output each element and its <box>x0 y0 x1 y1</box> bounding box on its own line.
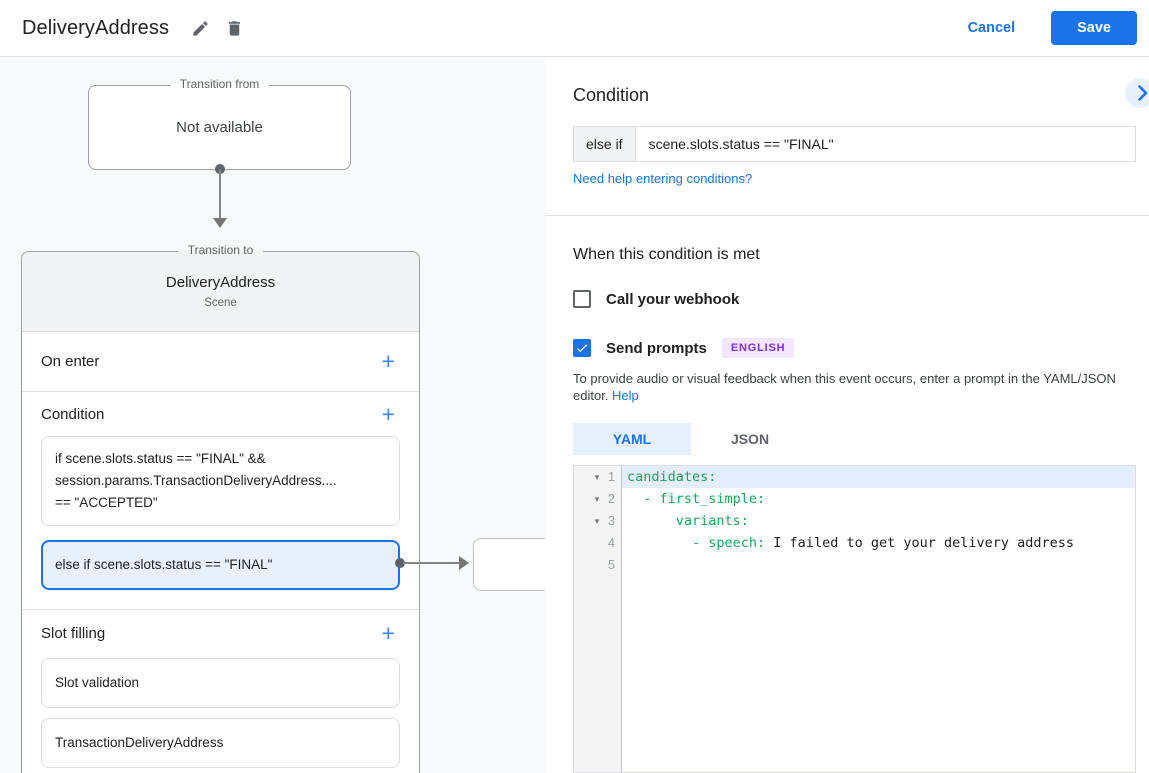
gutter-row: ▾ 2 <box>574 488 621 510</box>
condition-item-text: session.params.TransactionDeliveryAddres… <box>55 473 337 488</box>
scene-name: DeliveryAddress <box>165 274 276 291</box>
send-prompts-checkbox[interactable] <box>573 339 591 357</box>
editor-format-tabs: YAML JSON <box>573 423 1136 455</box>
condition-prefix: else if <box>574 127 636 161</box>
cancel-button[interactable]: Cancel <box>952 12 1032 44</box>
transition-to-card: Transition to DeliveryAddress Scene On e… <box>21 243 420 773</box>
scene-card-header: DeliveryAddress Scene <box>22 252 419 332</box>
prompt-description: To provide audio or visual feedback when… <box>573 370 1136 404</box>
collapse-panel-button[interactable] <box>1125 78 1149 108</box>
on-enter-row: On enter + <box>22 332 419 392</box>
code-line[interactable] <box>622 554 1135 576</box>
add-slot-button[interactable]: + <box>381 619 395 646</box>
prompt-help-link[interactable]: Help <box>612 388 639 403</box>
transition-to-label: Transition to <box>177 243 264 257</box>
yaml-value: I failed to get your delivery address <box>765 535 1075 551</box>
yaml-key: variants: <box>627 513 749 529</box>
language-badge: ENGLISH <box>721 338 795 358</box>
arrow-right-icon <box>459 556 469 570</box>
connector-line-vertical <box>219 169 221 219</box>
connector-dot <box>395 558 405 568</box>
condition-section: Condition + if scene.slots.status == "FI… <box>22 392 419 610</box>
condition-expression-input[interactable]: else if scene.slots.status == "FINAL" <box>573 126 1136 162</box>
when-condition-met-title: When this condition is met <box>573 246 760 263</box>
tab-yaml[interactable]: YAML <box>573 423 691 455</box>
slot-transaction-delivery-address-box[interactable]: TransactionDeliveryAddress <box>41 718 400 768</box>
condition-item-text: else if scene.slots.status == "FINAL" <box>55 557 273 572</box>
save-button[interactable]: Save <box>1051 11 1137 45</box>
chevron-right-icon <box>1138 85 1148 101</box>
delete-scene-button[interactable] <box>217 11 251 45</box>
code-line[interactable]: candidates: <box>622 466 1135 488</box>
gutter-row: 5 <box>574 554 621 576</box>
add-condition-button[interactable]: + <box>381 400 395 427</box>
gutter-row: ▾ 3 <box>574 510 621 532</box>
yaml-key: - first_simple: <box>627 491 766 507</box>
line-number: 2 <box>608 492 615 506</box>
slot-filling-header-row: Slot filling + <box>22 610 419 656</box>
condition-item-text: if scene.slots.status == "FINAL" && <box>55 451 266 466</box>
line-number: 1 <box>608 470 615 484</box>
transition-from-content: Not available <box>176 119 263 136</box>
call-webhook-checkbox[interactable] <box>573 290 591 308</box>
condition-label: Condition <box>41 405 105 423</box>
condition-editor-panel: Condition else if scene.slots.status == … <box>545 57 1149 773</box>
send-prompts-check-row: Send prompts ENGLISH <box>573 338 1136 358</box>
condition-item-elseif-selected[interactable]: else if scene.slots.status == "FINAL" <box>41 540 400 590</box>
add-on-enter-button[interactable]: + <box>381 348 395 374</box>
check-icon <box>575 341 589 355</box>
code-line[interactable]: variants: <box>622 510 1135 532</box>
edit-scene-button[interactable] <box>183 11 217 45</box>
panel-title: Condition <box>573 85 650 105</box>
code-line[interactable]: - speech: I failed to get your delivery … <box>622 532 1135 554</box>
slot-filling-label: Slot filling <box>41 624 106 642</box>
fold-toggle-icon[interactable]: ▾ <box>594 493 600 504</box>
next-scene-box[interactable] <box>473 538 545 591</box>
call-webhook-label[interactable]: Call your webhook <box>606 290 740 308</box>
line-number: 5 <box>608 558 615 572</box>
conditions-help-link[interactable]: Need help entering conditions? <box>573 171 753 186</box>
panel-divider <box>545 215 1149 216</box>
slot-validation-box[interactable]: Slot validation <box>41 658 400 708</box>
gutter-row: ▾ 1 <box>574 466 621 488</box>
prompt-description-text: To provide audio or visual feedback when… <box>573 371 1116 403</box>
trash-icon <box>225 19 244 38</box>
line-number: 4 <box>608 536 615 550</box>
code-line[interactable]: - first_simple: <box>622 488 1135 510</box>
connector-line-horizontal <box>403 562 461 564</box>
fold-toggle-icon[interactable]: ▾ <box>594 515 600 526</box>
condition-value[interactable]: scene.slots.status == "FINAL" <box>648 136 834 152</box>
webhook-check-row: Call your webhook <box>573 290 1136 308</box>
scene-diagram-canvas: Transition from Not available Transition… <box>0 57 545 773</box>
arrow-down-icon <box>213 218 227 228</box>
fold-toggle-icon[interactable]: ▾ <box>594 471 600 482</box>
editor-gutter: ▾ 1 ▾ 2 ▾ 3 4 <box>574 466 622 772</box>
yaml-key: - speech: <box>627 535 766 551</box>
yaml-code-editor: ▾ 1 ▾ 2 ▾ 3 4 <box>573 465 1136 773</box>
send-prompts-label[interactable]: Send prompts <box>606 339 707 357</box>
pencil-icon <box>191 19 210 38</box>
gutter-row: 4 <box>574 532 621 554</box>
yaml-key: candidates: <box>627 469 717 485</box>
code-area[interactable]: candidates: - first_simple: variants: - … <box>622 466 1135 772</box>
condition-item-if[interactable]: if scene.slots.status == "FINAL" && sess… <box>41 436 400 526</box>
on-enter-label: On enter <box>41 353 100 370</box>
tab-json[interactable]: JSON <box>730 431 770 447</box>
transition-from-box[interactable]: Transition from Not available <box>88 77 351 170</box>
top-bar: DeliveryAddress Cancel Save <box>0 0 1149 57</box>
condition-header-row: Condition + <box>22 392 419 436</box>
slot-filling-section: Slot filling + Slot validation Transacti… <box>22 610 419 773</box>
condition-item-text: == "ACCEPTED" <box>55 495 158 510</box>
transition-from-label: Transition from <box>169 77 270 91</box>
page-title: DeliveryAddress <box>22 16 170 39</box>
scene-type: Scene <box>204 297 237 309</box>
line-number: 3 <box>608 514 615 528</box>
